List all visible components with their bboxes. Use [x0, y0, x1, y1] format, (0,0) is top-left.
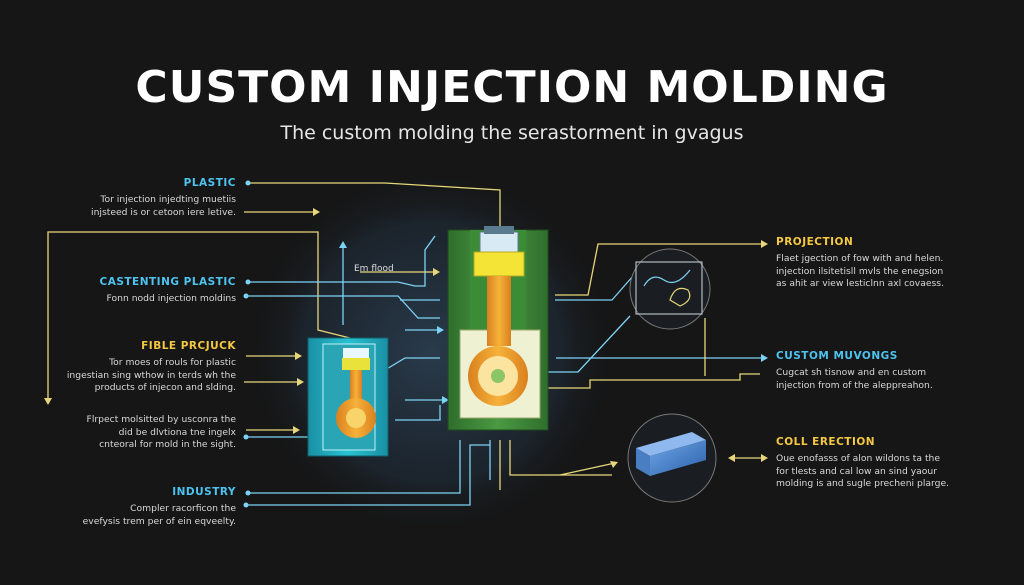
background-glow: [247, 167, 617, 537]
connector-industry-2: [246, 444, 490, 506]
large-mold-cap-top: [484, 226, 514, 234]
right-item-heading: PROJECTION: [776, 236, 854, 248]
left-item-industry: INDUSTRY Compler racorficon the evefysis…: [60, 486, 236, 528]
small-mold-illustration: [307, 337, 389, 457]
left-item-text: Tor moes of rouls for plastic ingestian …: [66, 357, 236, 393]
left-item-mold: Flrpect molsitted by usconra the did be …: [60, 414, 236, 452]
left-item-plastic: PLASTIC Tor injection injedting muetiis …: [60, 177, 236, 219]
arrow-head: [728, 454, 735, 462]
thumbnail-frame: [635, 261, 703, 315]
connector-custom: [548, 315, 631, 373]
connector-lower-3: [395, 405, 441, 421]
large-mold-nozzle: [473, 251, 525, 277]
thumbnail-hand: [669, 287, 691, 307]
arrow-head: [442, 396, 449, 404]
small-mold-cap: [343, 348, 369, 358]
large-mold-stem: [487, 276, 511, 346]
right-item-text: Cugcat sh tisnow and en custom injection…: [776, 367, 933, 391]
right-item-heading: CUSTOM MUVONGS: [776, 350, 898, 362]
large-mold-cap: [479, 231, 519, 253]
arrow-head: [297, 378, 304, 386]
connector-bottom-3: [509, 440, 612, 476]
left-item-text: Compler racorficon the evefysis trem per…: [82, 503, 236, 527]
connector-dot: [245, 180, 251, 186]
connector-lines: [44, 180, 768, 508]
connector-castenting: [248, 235, 436, 287]
arrow-head: [610, 461, 618, 468]
page-subtitle: The custom molding the serastorment in g…: [280, 122, 744, 144]
right-item-coll-erection: COLL ERECTION Oue enofasss of alon wildo…: [776, 436, 986, 491]
large-mold-illustration: [447, 226, 549, 431]
connector-to-image: [555, 267, 641, 301]
connector-custom-3: [548, 373, 760, 389]
large-mold-bulb-center: [491, 369, 505, 383]
connector-plastic: [248, 182, 501, 228]
left-item-text: Flrpect molsitted by usconra the did be …: [86, 414, 236, 450]
right-item-text: Flaet jgection of fow with and helen. in…: [776, 253, 945, 289]
block-thumbnail: [627, 413, 717, 503]
connector-dot: [243, 293, 249, 299]
small-mold-bulb-core: [346, 408, 366, 428]
small-mold-nozzle: [342, 358, 370, 370]
connector-dot: [245, 279, 251, 285]
diagram-label: Em flood: [354, 264, 394, 274]
block-front: [636, 448, 650, 476]
left-item-heading: CASTENTING PLASTIC: [99, 276, 236, 288]
thumbnail-circle: [629, 248, 711, 330]
arrow-head: [295, 352, 302, 360]
arrow-head: [44, 398, 52, 405]
arrow-head: [437, 326, 444, 334]
connector-dot: [243, 502, 249, 508]
connector-bottom-4: [559, 462, 616, 476]
left-item-heading: PLASTIC: [183, 177, 236, 189]
right-item-heading: COLL ERECTION: [776, 436, 876, 448]
arrow-head: [761, 354, 768, 362]
right-item-text: Oue enofasss of alon wildons ta the for …: [776, 453, 950, 489]
arrow-head: [313, 208, 320, 216]
connector-industry: [248, 440, 461, 494]
arrow-head: [761, 240, 768, 248]
right-item-custom-muvongs: CUSTOM MUVONGS Cugcat sh tisnow and en c…: [776, 350, 986, 392]
left-item-text: Fonn nodd injection moldins: [106, 293, 236, 304]
arrow-head: [339, 241, 347, 248]
right-item-projection: PROJECTION Flaet jgection of fow with an…: [776, 236, 986, 291]
left-item-heading: FIBLE PRCJUCK: [141, 340, 236, 352]
arrow-head: [761, 454, 768, 462]
left-item-castenting-plastic: CASTENTING PLASTIC Fonn nodd injection m…: [60, 276, 237, 306]
block-side: [650, 440, 706, 476]
arrow-head: [293, 426, 300, 434]
arrow-head: [433, 268, 440, 276]
left-item-text: Tor injection injedting muetiis injsteed…: [91, 194, 236, 218]
thumbnail-sketch: [643, 269, 691, 287]
connector-dot: [245, 490, 251, 496]
block-top: [636, 432, 706, 456]
connector-dot: [243, 434, 249, 440]
connector-projection: [555, 243, 764, 296]
left-item-fible-prcjuck: FIBLE PRCJUCK Tor moes of rouls for plas…: [40, 340, 236, 395]
page-title: CUSTOM INJECTION MOLDING: [135, 62, 889, 113]
small-mold-stem: [350, 370, 362, 406]
connector-castenting-2: [246, 295, 440, 319]
connector-left-vertical: [47, 231, 351, 400]
left-item-heading: INDUSTRY: [172, 486, 236, 498]
circular-thumbnail: [629, 248, 711, 330]
